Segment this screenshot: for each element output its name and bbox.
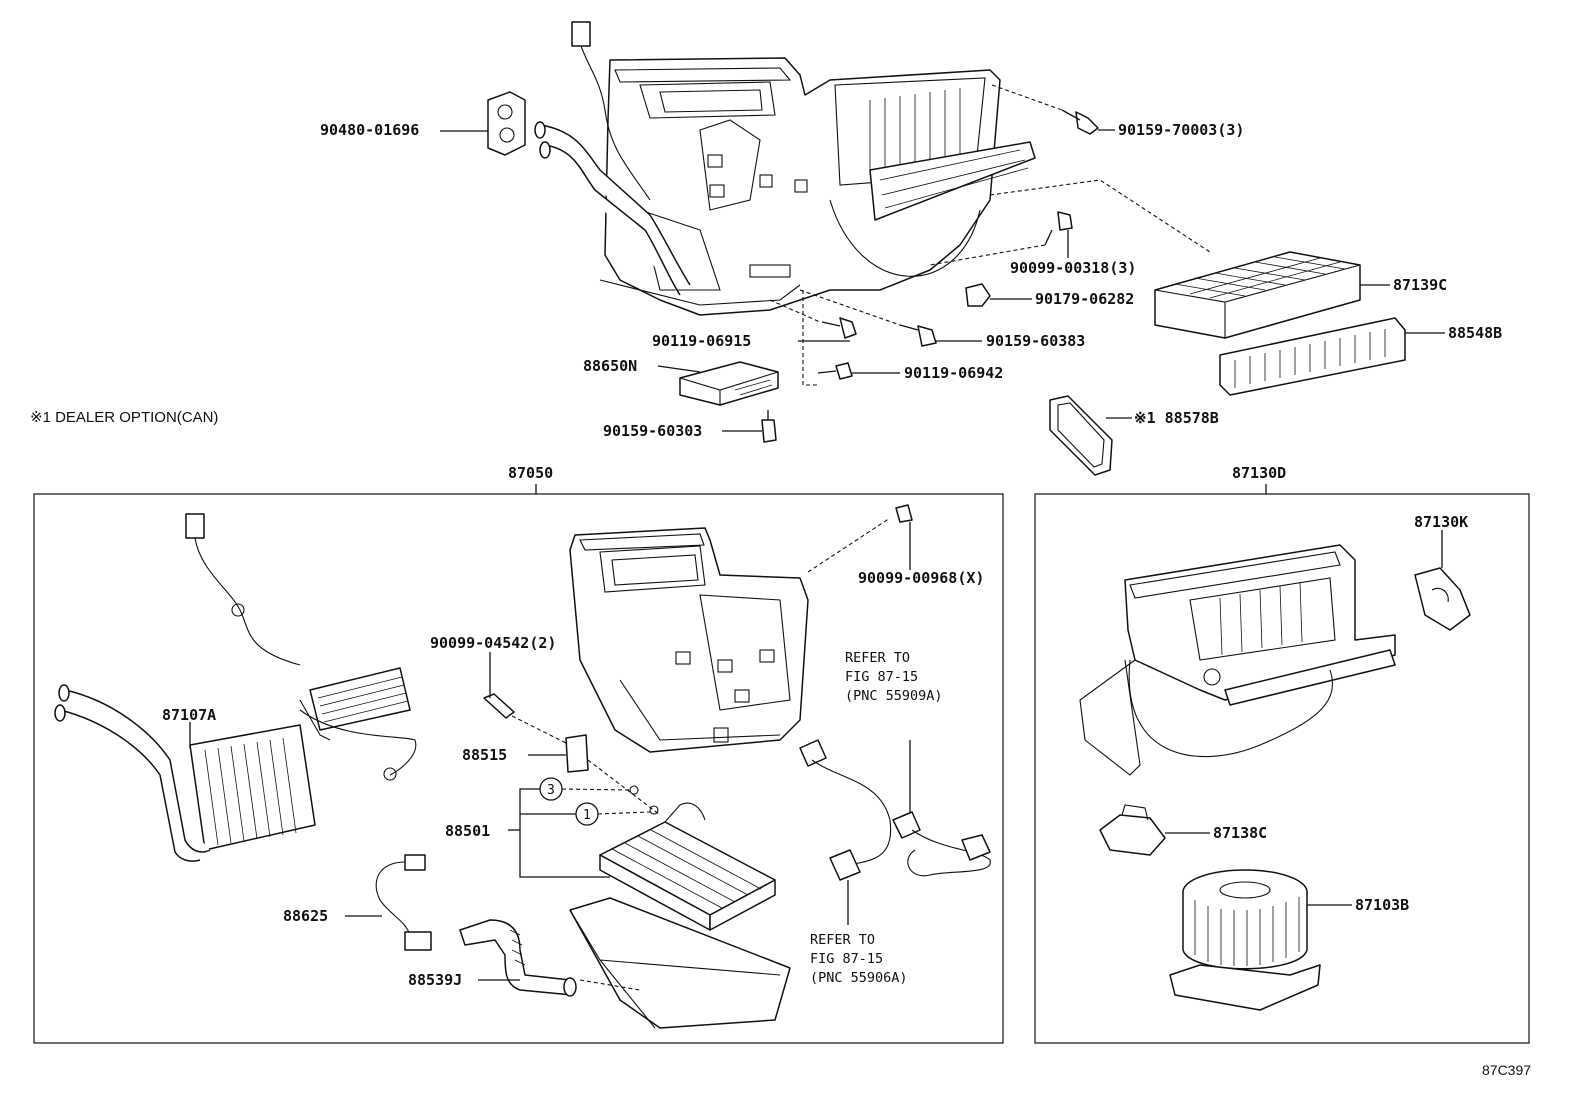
label-90159-70003: 90159-70003(3): [1118, 121, 1244, 139]
label-87138C: 87138C: [1213, 824, 1267, 842]
bolt-90099-04542: [483, 652, 571, 746]
nut-90179-06282: [965, 283, 1032, 307]
label-87130D: 87130D: [1232, 464, 1286, 482]
label-90099-00318: 90099-00318(3): [1010, 259, 1136, 277]
filter-87139C: [989, 179, 1390, 339]
heater-core-87107A: [54, 684, 316, 862]
dealer-option-note: ※1 DEALER OPTION(CAN): [30, 409, 218, 426]
label-87103B: 87103B: [1355, 896, 1409, 914]
label-87130K: 87130K: [1414, 513, 1468, 531]
ref-bottom-line1: REFER TO: [810, 932, 875, 948]
top-heater-assembly: [534, 21, 1036, 316]
screw-90119-06942: [802, 290, 900, 386]
label-90159-60383: 90159-60383: [986, 332, 1085, 350]
callout-3-text: 3: [547, 783, 555, 798]
sensor-88625: [345, 854, 432, 951]
bolt-90099-00318: [929, 211, 1073, 266]
label-87050: 87050: [508, 464, 553, 482]
assembly-87050-box: [33, 493, 1004, 1044]
screw-90159-60383: [799, 289, 982, 347]
label-87139C: 87139C: [1393, 276, 1447, 294]
drain-hose-88539J: [459, 919, 577, 997]
label-90159-60303: 90159-60303: [603, 422, 702, 440]
cover-88548B: [1219, 317, 1445, 396]
ref-top-line3: (PNC 55909A): [845, 688, 943, 704]
callout-1-text: 1: [583, 808, 591, 823]
blower-unit-87130D: [1079, 544, 1396, 776]
resistor-87138C: [1099, 804, 1210, 856]
grommet-part: [440, 91, 526, 156]
diagram-code: 87C397: [1482, 1062, 1531, 1078]
label-88578B: ※1 88578B: [1134, 409, 1219, 427]
label-90119-06915: 90119-06915: [652, 332, 751, 350]
screw-90159-60303: [722, 410, 777, 443]
module-88650N: [657, 361, 779, 406]
lower-case: [569, 897, 791, 1029]
servo-87130K: [1414, 530, 1471, 631]
bolt-90099-00968: [895, 504, 913, 570]
assembly-87130D-box: [1034, 493, 1530, 1044]
label-88515: 88515: [462, 746, 507, 764]
label-88501: 88501: [445, 822, 490, 840]
label-88625: 88625: [283, 907, 328, 925]
gasket-88578B: [1049, 395, 1132, 476]
ref-bottom-line3: (PNC 55906A): [810, 970, 908, 986]
label-90480-01696: 90480-01696: [320, 121, 419, 139]
label-90119-06942: 90119-06942: [904, 364, 1003, 382]
label-88548B: 88548B: [1448, 324, 1502, 342]
label-88650N: 88650N: [583, 357, 637, 375]
sensor-harness-right: [799, 739, 991, 925]
bolt-90159-70003: [991, 84, 1115, 135]
label-90099-04542: 90099-04542(2): [430, 634, 556, 652]
ref-bottom-line2: FIG 87-15: [810, 951, 883, 967]
blower-motor-87103B: [1169, 869, 1352, 1011]
ptc-heater: [185, 513, 417, 781]
label-87107A: 87107A: [162, 706, 216, 724]
ref-top-line1: REFER TO: [845, 650, 910, 666]
label-90099-00968: 90099-00968(X): [858, 569, 984, 587]
ref-top-line2: FIG 87-15: [845, 669, 918, 685]
label-90179-06282: 90179-06282: [1035, 290, 1134, 308]
expansion-valve-88515: [528, 734, 661, 816]
screw-90119-06915: [769, 299, 857, 342]
label-88539J: 88539J: [408, 971, 462, 989]
heater-unit-87050: [569, 517, 891, 753]
evaporator-88501: [599, 802, 776, 931]
